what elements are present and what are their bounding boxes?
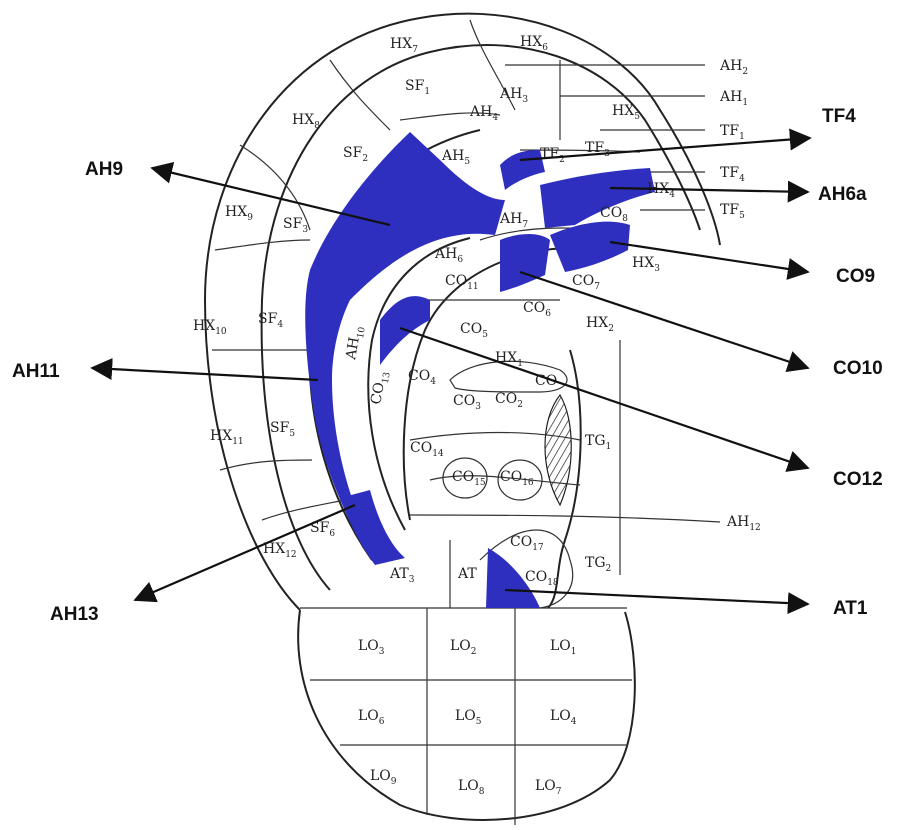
zone-label: HX4 <box>647 181 675 200</box>
arrow-tf4 <box>520 138 810 160</box>
callout-at1: AT1 <box>833 598 868 619</box>
zone-label: LO9 <box>370 768 397 787</box>
zone-label: AH3 <box>499 86 528 105</box>
zone-label: HX5 <box>612 103 640 122</box>
callout-co9: CO9 <box>836 266 875 287</box>
zone-label: HX9 <box>225 204 253 223</box>
zone-label: AH12 <box>726 514 761 533</box>
callout-co12: CO12 <box>833 469 883 490</box>
callout-ah6a: AH6a <box>818 184 867 205</box>
zone-label: TF2 <box>540 146 565 165</box>
zone-label: TF3 <box>585 140 610 159</box>
zone-label: AH7 <box>499 211 528 230</box>
region-co9 <box>550 222 630 272</box>
zone-label: TF5 <box>720 202 745 221</box>
region-co10 <box>500 234 550 292</box>
zone-label: CO7 <box>572 273 600 292</box>
zone-label: HX3 <box>632 255 660 274</box>
zone-label: AH10 <box>343 324 368 362</box>
zone-label: CO2 <box>495 391 523 410</box>
zone-label: HX7 <box>390 36 418 55</box>
zone-label: TG2 <box>585 555 611 574</box>
highlighted-regions <box>305 132 655 608</box>
zone-label: AH2 <box>719 58 748 77</box>
zone-label: AT3 <box>389 566 415 585</box>
zone-label: CO15 <box>452 469 486 488</box>
zone-label: LO4 <box>550 708 577 727</box>
zone-label: AH5 <box>441 148 470 167</box>
arrow-ah11 <box>92 368 318 380</box>
zone-label: SF3 <box>283 216 308 235</box>
zone-label: CO3 <box>453 393 481 412</box>
zone-label: LO7 <box>535 778 562 797</box>
zone-label: LO8 <box>458 778 485 797</box>
callout-co10: CO10 <box>833 358 883 379</box>
zone-label: HX10 <box>193 318 227 337</box>
zone-label: TG1 <box>585 433 611 452</box>
callout-ah13: AH13 <box>50 604 99 625</box>
zone-label: CO17 <box>510 534 544 553</box>
zone-label: CO4 <box>408 368 436 387</box>
arrow-at1 <box>505 590 808 604</box>
zone-label: LO1 <box>550 638 577 657</box>
arrow-co10 <box>520 272 808 368</box>
zone-label: LO2 <box>450 638 477 657</box>
zone-label: CO5 <box>460 321 488 340</box>
zone-label: CO16 <box>500 469 534 488</box>
zone-label: SF5 <box>270 420 295 439</box>
zone-label: TF4 <box>720 165 745 184</box>
zone-label: CO8 <box>600 205 628 224</box>
region-tf4 <box>500 150 545 190</box>
zone-label: AT <box>457 566 477 582</box>
region-ah13 <box>340 490 405 565</box>
region-ah6a <box>540 168 655 228</box>
callout-ah11: AH11 <box>12 361 60 382</box>
zone-label: AH1 <box>719 89 748 108</box>
hatched-notch <box>545 395 571 505</box>
zone-label: CO6 <box>523 300 551 319</box>
zone-label: AH6 <box>434 246 463 265</box>
zone-label: LO3 <box>358 638 385 657</box>
zone-label: TF1 <box>720 123 745 142</box>
zone-label: LO6 <box>358 708 385 727</box>
zone-label: HX11 <box>210 428 244 447</box>
zone-label: AH4 <box>469 104 498 123</box>
zone-label: SF1 <box>405 78 430 97</box>
zone-label: CO18 <box>525 569 559 588</box>
zone-label: HX8 <box>292 112 320 131</box>
zone-label: SF2 <box>343 145 368 164</box>
zone-label: CO13 <box>368 370 393 407</box>
region-antihelix-band <box>305 132 505 562</box>
zone-label: CO14 <box>410 440 444 459</box>
callout-tf4: TF4 <box>822 106 856 127</box>
zone-label: LO5 <box>455 708 482 727</box>
callout-ah9: AH9 <box>85 159 123 180</box>
zone-label: HX2 <box>586 315 614 334</box>
zone-label: HX12 <box>263 541 297 560</box>
